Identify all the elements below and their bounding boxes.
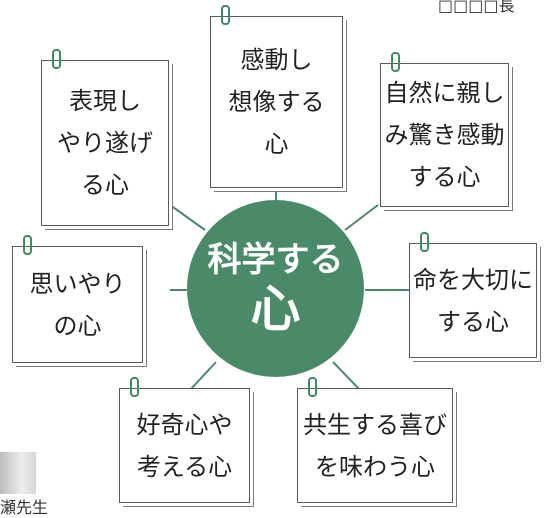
note-text: 好奇心や 考える心: [136, 410, 233, 481]
note-text: 感動し 想像する 心: [228, 46, 325, 158]
paperclip-icon: [52, 49, 61, 69]
note-bottom-right: 共生する喜び を味わう心: [297, 377, 453, 503]
header-fragment: □□□□長: [438, 0, 515, 15]
center-circle: 科学する 心: [187, 200, 364, 377]
caption-fragment: 瀬先生: [0, 498, 49, 517]
note-text: 共生する喜び を味わう心: [303, 410, 447, 481]
connector-top-left: [169, 204, 206, 231]
connector-top-right: [344, 204, 379, 231]
note-left: 思いやり の心: [12, 235, 143, 363]
paperclip-icon: [391, 52, 400, 72]
note-right: 命を大切に する心: [409, 232, 537, 358]
note-text: 命を大切に する心: [413, 265, 533, 336]
paperclip-icon: [130, 377, 139, 397]
center-title-line2: 心: [250, 279, 301, 338]
connector-bottom-left: [189, 361, 217, 391]
note-text: 表現し やり遂げ る心: [57, 87, 153, 199]
connector-bottom-right: [332, 361, 361, 391]
paperclip-icon: [23, 235, 32, 255]
note-top-right: 自然に親し み驚き感動 する心: [380, 52, 509, 207]
photo-thumbnail: [0, 452, 36, 494]
note-top-left: 表現し やり遂げ る心: [41, 49, 169, 226]
center-title-line1: 科学する: [207, 239, 344, 280]
paperclip-icon: [308, 377, 317, 397]
paperclip-icon: [420, 232, 429, 252]
note-bottom-left: 好奇心や 考える心: [119, 377, 250, 503]
note-top: 感動し 想像する 心: [210, 5, 343, 188]
paperclip-icon: [221, 5, 230, 25]
note-text: 自然に親し み驚き感動 する心: [384, 79, 505, 191]
note-text: 思いやり の心: [29, 269, 126, 340]
